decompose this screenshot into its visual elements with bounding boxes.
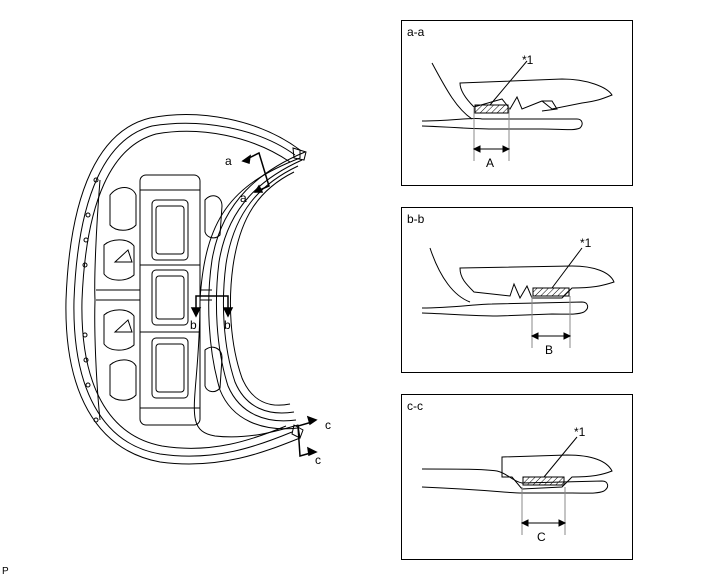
section-panel-a: a-a *1 A <box>401 20 633 186</box>
section-b-dimension-label: B <box>545 343 554 357</box>
corner-mark: P <box>2 566 9 577</box>
section-panel-c: c-c *1 C <box>401 394 633 560</box>
section-b-drawing <box>421 247 615 348</box>
section-cut-a <box>242 151 270 193</box>
section-b-callout: *1 <box>580 236 592 250</box>
section-c-dimension-label: C <box>537 530 546 544</box>
seat-frame-drawing <box>65 114 318 465</box>
section-marker-a-2: a <box>240 191 247 205</box>
section-cut-b <box>195 295 229 310</box>
section-b-title: b-b <box>407 212 425 226</box>
section-marker-c-1: c <box>325 418 331 432</box>
section-a-title: a-a <box>407 25 425 39</box>
section-c-title: c-c <box>407 399 423 413</box>
section-cut-c <box>297 421 315 457</box>
section-cut-lines <box>190 151 318 457</box>
section-a-callout: *1 <box>522 53 534 67</box>
frame-inner-edge <box>208 151 306 430</box>
section-marker-b-2: b <box>224 318 231 332</box>
section-marker-c-2: c <box>315 453 321 467</box>
frame-center-panel <box>139 174 201 426</box>
section-c-drawing <box>421 436 613 535</box>
section-marker-a-1: a <box>225 154 232 168</box>
section-a-drawing <box>421 60 613 161</box>
frame-outer-outline <box>65 114 301 465</box>
section-marker-b-1: b <box>190 318 197 332</box>
section-a-dimension-label: A <box>486 156 495 170</box>
section-panel-b: b-b *1 B <box>401 207 633 373</box>
section-c-callout: *1 <box>574 425 586 439</box>
